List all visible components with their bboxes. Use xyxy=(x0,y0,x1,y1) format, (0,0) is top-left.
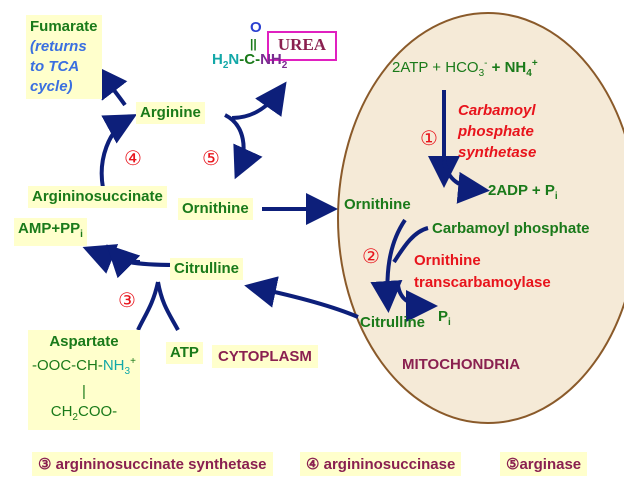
step-3-marker: ③ xyxy=(118,288,136,312)
urea-label: UREA xyxy=(277,35,327,54)
aspartate-nh3-sub: 3 xyxy=(124,366,131,377)
adp-pi-label: 2ADP + Pi xyxy=(488,182,558,202)
legend-argininosuccinate-synthetase: ③ argininosuccinate synthetase xyxy=(32,452,273,476)
mitochondria-label: MITOCHONDRIA xyxy=(402,356,521,373)
arrow-step4-main xyxy=(99,114,138,189)
input-atp-h: 2ATP + H xyxy=(392,59,457,76)
arrow-step3-amp xyxy=(106,244,141,279)
cytoplasm-label: CYTOPLASM xyxy=(212,345,318,368)
step-4-marker: ④ xyxy=(124,146,142,170)
input-co3-text: CO xyxy=(456,59,479,76)
aspartate-formula-2-tail: COO- xyxy=(77,403,118,420)
input-co3: CO3- xyxy=(456,58,488,79)
argininosuccinate-label: Argininosuccinate xyxy=(28,186,167,208)
enzyme1-line1: Carbamoyl xyxy=(458,102,536,119)
input-nh4-text: NH xyxy=(504,59,527,76)
aspartate-formula-1: -OOC-CH- xyxy=(32,357,103,374)
urea-nh2-sub: 2 xyxy=(281,60,288,71)
aspartate-nh3: NH3 xyxy=(102,357,131,377)
fumarate-label: Fumarate (returns to TCA cycle) xyxy=(26,15,102,99)
aspartate-label: Aspartate xyxy=(49,333,119,350)
aspartate-formula-line2: CH2COO- xyxy=(32,402,136,428)
urea-formula: H2N-C-NH2 xyxy=(212,52,312,74)
aspartate-formula-2: CH xyxy=(50,403,73,420)
amp-ppi-text: AMP+PP xyxy=(18,220,81,237)
arrow-aspartate-in xyxy=(136,281,160,331)
arrow-citrulline-transport xyxy=(244,276,359,319)
legend-argininosuccinase: ④ argininosuccinase xyxy=(300,452,462,476)
aspartate-nh3-sup: + xyxy=(130,356,136,367)
arrow-step4-fumarate xyxy=(95,65,128,107)
arginine-label: Arginine xyxy=(136,102,205,124)
aspartate-nh3-text: NH xyxy=(102,357,125,374)
input-reactants: 2ATP + HCO3- + NH4+ xyxy=(392,58,538,79)
atp-label: ATP xyxy=(166,342,203,364)
arrow-step1-adp xyxy=(442,159,490,204)
fumarate-note-3: cycle) xyxy=(30,78,73,95)
fumarate-name: Fumarate xyxy=(30,18,98,35)
input-plus: + xyxy=(487,59,505,76)
carbamoyl-phosphate-label: Carbamoyl phosphate xyxy=(432,220,590,237)
citrulline-mitochondria-label: Citrulline xyxy=(360,314,426,331)
citrulline-cytoplasm-label: Citrulline xyxy=(170,258,244,280)
aspartate-box: Aspartate -OOC-CH-NH3+ | CH2COO- xyxy=(28,330,140,430)
urea-label-box xyxy=(267,31,337,61)
aspartate-bond: | xyxy=(82,383,86,400)
input-nh4-sub: 4 xyxy=(526,68,532,79)
enzyme-ornithine-transcarbamoylase: Ornithine transcarbamoylase xyxy=(414,250,551,294)
ornithine-mitochondria-label: Ornithine xyxy=(344,196,411,213)
enzyme1-line3: synthetase xyxy=(458,144,537,161)
urea-h2n-sub: 2 xyxy=(222,60,229,71)
pi-mito-text: P xyxy=(438,308,449,325)
urea-h2n-n: N xyxy=(228,51,240,68)
pi-mito-sub: i xyxy=(448,317,451,328)
fumarate-note-2: to TCA xyxy=(30,58,80,75)
urea-h2n: H2N xyxy=(212,51,240,72)
arrow-step5-urea xyxy=(231,81,287,120)
urea-nh2: NH2 xyxy=(260,51,288,72)
arrow-carbamoyl-in xyxy=(392,226,429,264)
arrow-atp-in xyxy=(156,281,180,331)
input-co3-sup: - xyxy=(484,58,488,69)
enzyme1-line2: phosphate xyxy=(458,123,534,140)
amp-ppi-sub: i xyxy=(80,229,83,240)
urea-structure: O || H2N-C-NH2 xyxy=(212,20,312,74)
enzyme2-line2: transcarbamoylase xyxy=(414,274,551,291)
input-nh4-sup: + xyxy=(531,58,538,69)
step-1-marker: ① xyxy=(420,126,438,150)
legend-arginase: ⑤arginase xyxy=(500,452,588,476)
input-co3-sub: 3 xyxy=(478,68,485,79)
amp-ppi-label: AMP+PPi xyxy=(14,218,87,246)
pi-mitochondria-label: Pi xyxy=(438,308,451,328)
arrow-step2-pi xyxy=(396,284,438,322)
fumarate-note-1: (returns xyxy=(30,38,87,55)
enzyme-carbamoyl-phosphate-synthetase: Carbamoyl phosphate synthetase xyxy=(458,100,536,163)
arrow-step2-main xyxy=(370,218,407,313)
ornithine-cytoplasm-label: Ornithine xyxy=(178,198,253,220)
adp-pi-sub: i xyxy=(554,191,558,202)
step-5-marker: ⑤ xyxy=(202,146,220,170)
urea-carbon: -C- xyxy=(239,51,261,68)
urea-nh2-text: NH xyxy=(260,51,282,68)
urea-oxygen: O xyxy=(250,19,262,36)
aspartate-formula-line1: -OOC-CH-NH3+ xyxy=(32,352,136,382)
step-2-marker: ② xyxy=(362,244,380,268)
urea-double-bond: || xyxy=(250,37,257,51)
arrow-step5-main xyxy=(223,113,263,180)
enzyme2-line1: Ornithine xyxy=(414,252,481,269)
adp-pi-text: 2ADP + P xyxy=(488,182,555,199)
urea-h2n-h: H xyxy=(212,51,223,68)
input-nh4: NH4+ xyxy=(504,58,538,79)
aspartate-formula-2-sub: 2 xyxy=(72,412,78,423)
